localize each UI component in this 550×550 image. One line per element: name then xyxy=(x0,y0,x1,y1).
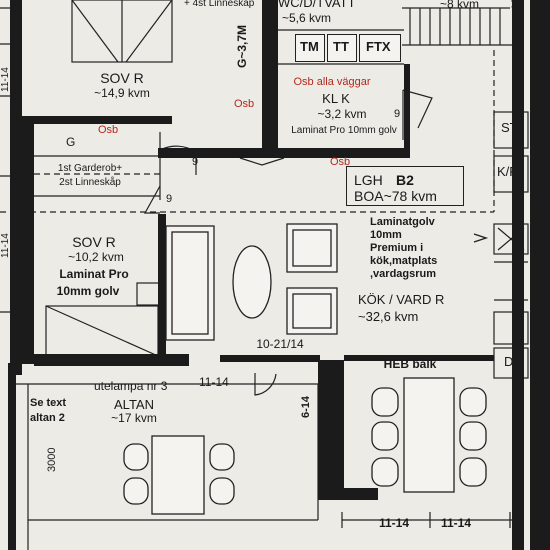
closet-floor: Laminat Pro 10mm golv xyxy=(291,125,397,136)
fixture-tm-label: TM xyxy=(300,39,319,54)
wardrobe-letter: G xyxy=(66,135,76,149)
dim-right-top: 10-2 xyxy=(510,0,523,10)
balcony-lamp: utelampa nr 3 xyxy=(94,379,168,393)
kitchen-floor-3: Premium i xyxy=(370,242,424,254)
door-label-a: 9 xyxy=(192,156,199,168)
apartment-label: LGH xyxy=(354,172,383,188)
dim-left-mid: 11-14 xyxy=(0,233,11,258)
dining-table xyxy=(371,377,487,493)
kitchen-unit-kf: K/F xyxy=(497,164,518,179)
osb-label-2: Osb xyxy=(98,124,119,136)
fixture-tt xyxy=(327,34,357,62)
door-label-c: 9 xyxy=(394,108,401,120)
fixture-ftx-label: FTX xyxy=(366,39,391,54)
balcony-see-text-1: Se text xyxy=(30,397,67,409)
bedroom-top-name: SOV R xyxy=(100,70,144,86)
closet-note: Osb alla väggar xyxy=(293,76,371,88)
balcony-name: ALTAN xyxy=(114,397,154,412)
balcony-see-text-2: altan 2 xyxy=(30,412,65,424)
living-furniture xyxy=(165,223,338,341)
apartment-label-box xyxy=(346,166,464,206)
arrow-icon xyxy=(473,233,489,243)
kitchen-unit-st: ST xyxy=(501,120,518,135)
dim-depth: 3000 xyxy=(46,447,58,472)
bedroom-left-name: SOV R xyxy=(72,234,116,250)
plan-linework xyxy=(0,0,529,550)
apartment-code: B2 xyxy=(396,172,414,188)
beam-label: HEB balk xyxy=(383,357,437,371)
dim-opening: 10-21/14 xyxy=(256,337,304,351)
kitchen-area: ~32,6 kvm xyxy=(358,309,419,324)
kitchen-floor-2: 10mm xyxy=(370,229,402,241)
kitchen-unit-d: D xyxy=(504,354,514,369)
dim-left-top: 11-14 xyxy=(0,67,11,92)
osb-label-3: Osb xyxy=(330,156,351,168)
fixture-tm xyxy=(295,34,325,62)
kitchen-name: KÖK / VARD R xyxy=(358,292,445,307)
dim-balcony-side: 6-14 xyxy=(300,395,312,418)
fixture-tt-label: TT xyxy=(333,39,349,54)
kitchen-floor-5: ,vardagsrum xyxy=(370,268,437,280)
door-label-b: 9 xyxy=(166,193,173,205)
walls xyxy=(8,0,550,550)
dim-bottom-b: 11-14 xyxy=(440,516,472,530)
fixture-ftx xyxy=(359,34,401,62)
bedroom-left-floor: Laminat Pro xyxy=(59,267,129,281)
dim-balcony-top: 11-14 xyxy=(199,375,229,389)
kitchen-floor-1: Laminatgolv xyxy=(370,216,435,228)
bathroom-area: ~5,6 kvm xyxy=(282,11,332,25)
wardrobe-line-1: 1st Garderob+ xyxy=(57,163,123,174)
top-note: + 4st Linneskåp xyxy=(184,0,255,9)
bedroom-left-floor-2: 10mm golv xyxy=(56,284,120,298)
bedroom-left-area: ~10,2 kvm xyxy=(68,250,124,264)
osb-label-1: Osb xyxy=(234,98,255,110)
bathroom-name: WC/D/TVATT xyxy=(278,0,356,10)
wardrobe-line-2: 2st Linneskåp xyxy=(59,177,121,188)
closet-area: ~3,2 kvm xyxy=(317,107,367,121)
balcony-table xyxy=(123,435,235,515)
kitchen-floor-4: kök,matplats xyxy=(370,255,438,267)
closet-name: KL K xyxy=(322,91,350,106)
balcony-area: ~17 kvm xyxy=(111,411,157,425)
dim-bottom-a: 11-14 xyxy=(378,516,410,530)
apartment-boa: BOA~78 kvm xyxy=(354,188,437,204)
dim-g-wall: G~3,7M xyxy=(235,24,249,68)
bedroom-top-area: ~14,9 kvm xyxy=(94,86,150,100)
top-right-area: ~8 kvm xyxy=(440,0,480,11)
